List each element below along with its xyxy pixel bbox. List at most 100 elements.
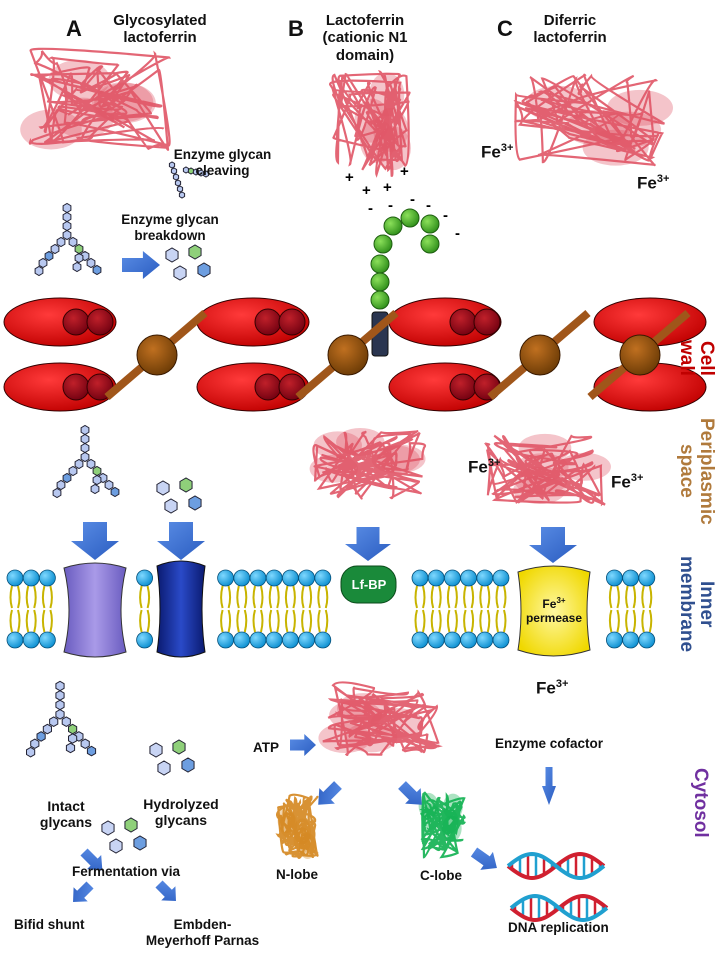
arrow-to-n-lobe (318, 781, 342, 805)
lipid-tail (430, 585, 442, 609)
enzyme-glycan-cleaving-label: Enzyme glycan cleaving (165, 147, 280, 178)
cytosol-label: Cytosol (689, 768, 711, 838)
lipid-head (298, 631, 316, 649)
fe3-label-top-right: Fe3+ (637, 173, 669, 193)
lipid-head (265, 631, 283, 649)
glycan-unit (197, 169, 205, 177)
lipid-head (249, 631, 267, 649)
fe-charge: 3+ (500, 142, 514, 154)
lipid-tail (252, 585, 264, 609)
label-line: Intact (47, 798, 85, 814)
cell-wall-layer (3, 297, 707, 412)
glycan-unit (74, 243, 84, 255)
glycan-unit (192, 168, 200, 176)
glycan-unit (74, 252, 84, 264)
panel-a-letter: A (66, 16, 82, 41)
dna-strand (506, 851, 606, 881)
embden-meyerhof-parnas-label: Embden- Meyerhoff Parnas (140, 917, 265, 948)
protein-ribbon (28, 47, 171, 151)
glycan-unit (61, 716, 71, 728)
n-lobe-protein (275, 793, 319, 860)
arrow-shape (73, 881, 94, 902)
lipid-tail (9, 609, 21, 633)
glycan-transporter-channel (63, 562, 127, 658)
arrow-atp (290, 734, 316, 756)
glycan-unit (62, 211, 72, 223)
cell-wall-sugar-small (278, 308, 306, 336)
glycan-unit (68, 465, 78, 477)
glycan-unit (65, 742, 76, 754)
glycan-unit (55, 690, 65, 701)
glycan-unit (56, 479, 66, 491)
lipid-head (39, 631, 56, 649)
positive-charge: + (383, 179, 392, 196)
positive-charge: + (400, 163, 409, 180)
lipid-tail (414, 609, 426, 633)
lipid-head (249, 569, 267, 587)
positive-charge: + (362, 182, 371, 199)
glycan-unit (44, 250, 54, 262)
glycan-unit (178, 191, 186, 199)
glycan-unit (34, 265, 44, 277)
monosaccharide (172, 739, 186, 755)
glycan-unit (62, 202, 72, 214)
lipid-head (606, 631, 623, 649)
glycan-unit (187, 167, 195, 175)
hydrolyzed-glycan-transporter-channel (156, 560, 206, 658)
glycan-unit (30, 738, 40, 750)
peptide-bridge (136, 334, 178, 376)
diferric-lactoferrin-protein (513, 73, 674, 167)
lipid-tail (495, 609, 507, 633)
peptide-bridge (619, 334, 661, 376)
arrow-down-intact-glycans (71, 522, 119, 560)
panel-b-title-line: Lactoferrin (325, 12, 405, 29)
lipid-tail (641, 585, 653, 609)
lipid-head (460, 569, 478, 587)
lf-bp-label: Lf-BP (351, 577, 387, 592)
flow-arrows (71, 251, 577, 902)
panel-b-title-line: (cationic N1 (322, 29, 408, 47)
dna-helix-icon (506, 851, 609, 923)
panel-c-title-line: lactoferrin (533, 29, 607, 47)
lipid-tail (25, 585, 37, 609)
glycan-unit (72, 261, 82, 273)
protein-ribbon (329, 69, 411, 178)
panel-c-title-line: Diferric (543, 12, 597, 29)
teichoic-acid-bead (370, 254, 390, 274)
panel-a-title-line: Glycosylated (113, 12, 207, 29)
arrow-shape (122, 251, 160, 279)
cell-wall-sugar-small (86, 308, 114, 336)
lipid-head (22, 569, 40, 587)
glycan-unit (174, 179, 182, 187)
protein-ribbon (419, 791, 466, 859)
lipid-tail (284, 609, 296, 633)
monosaccharide (179, 477, 193, 493)
atp-label: ATP (253, 740, 279, 755)
cell-wall-sugar-small (62, 373, 90, 401)
n-lobe-label: N-lobe (276, 867, 318, 882)
arrow-to-c-lobe (398, 781, 422, 805)
lipid-tail (479, 609, 491, 633)
lipid-head (443, 569, 461, 587)
panel-b-letter: B (288, 16, 304, 41)
lipid-tail (301, 585, 313, 609)
lipid-head (6, 569, 24, 587)
label-line: Meyerhoff Parnas (145, 932, 260, 948)
lipid-tail (252, 609, 264, 633)
monosaccharide (181, 757, 195, 773)
lipid-tail (446, 609, 458, 633)
lipid-head (281, 569, 299, 587)
glycan-unit (55, 709, 65, 720)
lipid-head (136, 569, 154, 587)
lipid-tail (608, 609, 620, 633)
panel-b-title-line: domain) (335, 46, 395, 64)
arrow-shape (398, 781, 422, 805)
fe-charge: 3+ (487, 457, 501, 469)
lipid-head (39, 569, 56, 587)
label-line: Embden- (173, 917, 232, 932)
monosaccharide (173, 265, 187, 281)
glycan-unit (176, 185, 184, 193)
